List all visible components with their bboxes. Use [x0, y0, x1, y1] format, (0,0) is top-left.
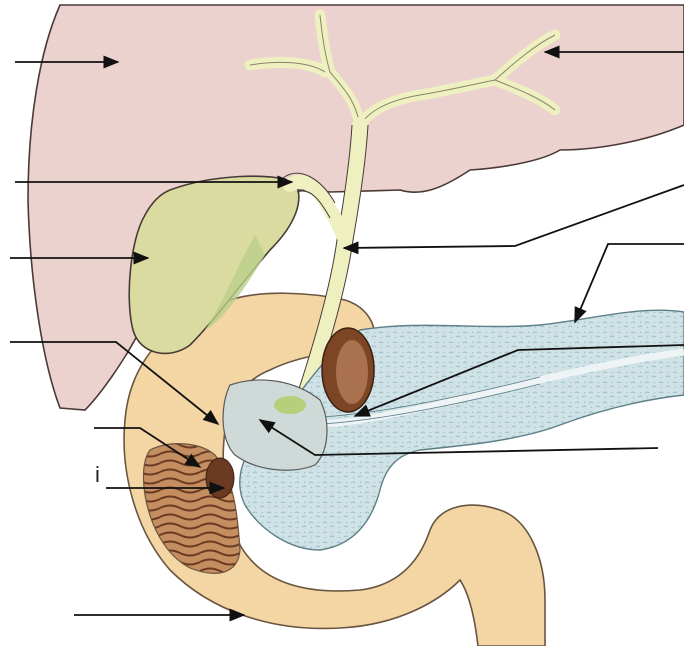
ampulla-region	[223, 380, 327, 470]
pointer-common-bile-duct	[344, 185, 684, 248]
ampulla-bulb	[274, 396, 306, 414]
duodenal-lumen-inner	[336, 340, 368, 404]
letter-label-i: i	[95, 462, 100, 488]
papilla-shape	[206, 458, 234, 498]
